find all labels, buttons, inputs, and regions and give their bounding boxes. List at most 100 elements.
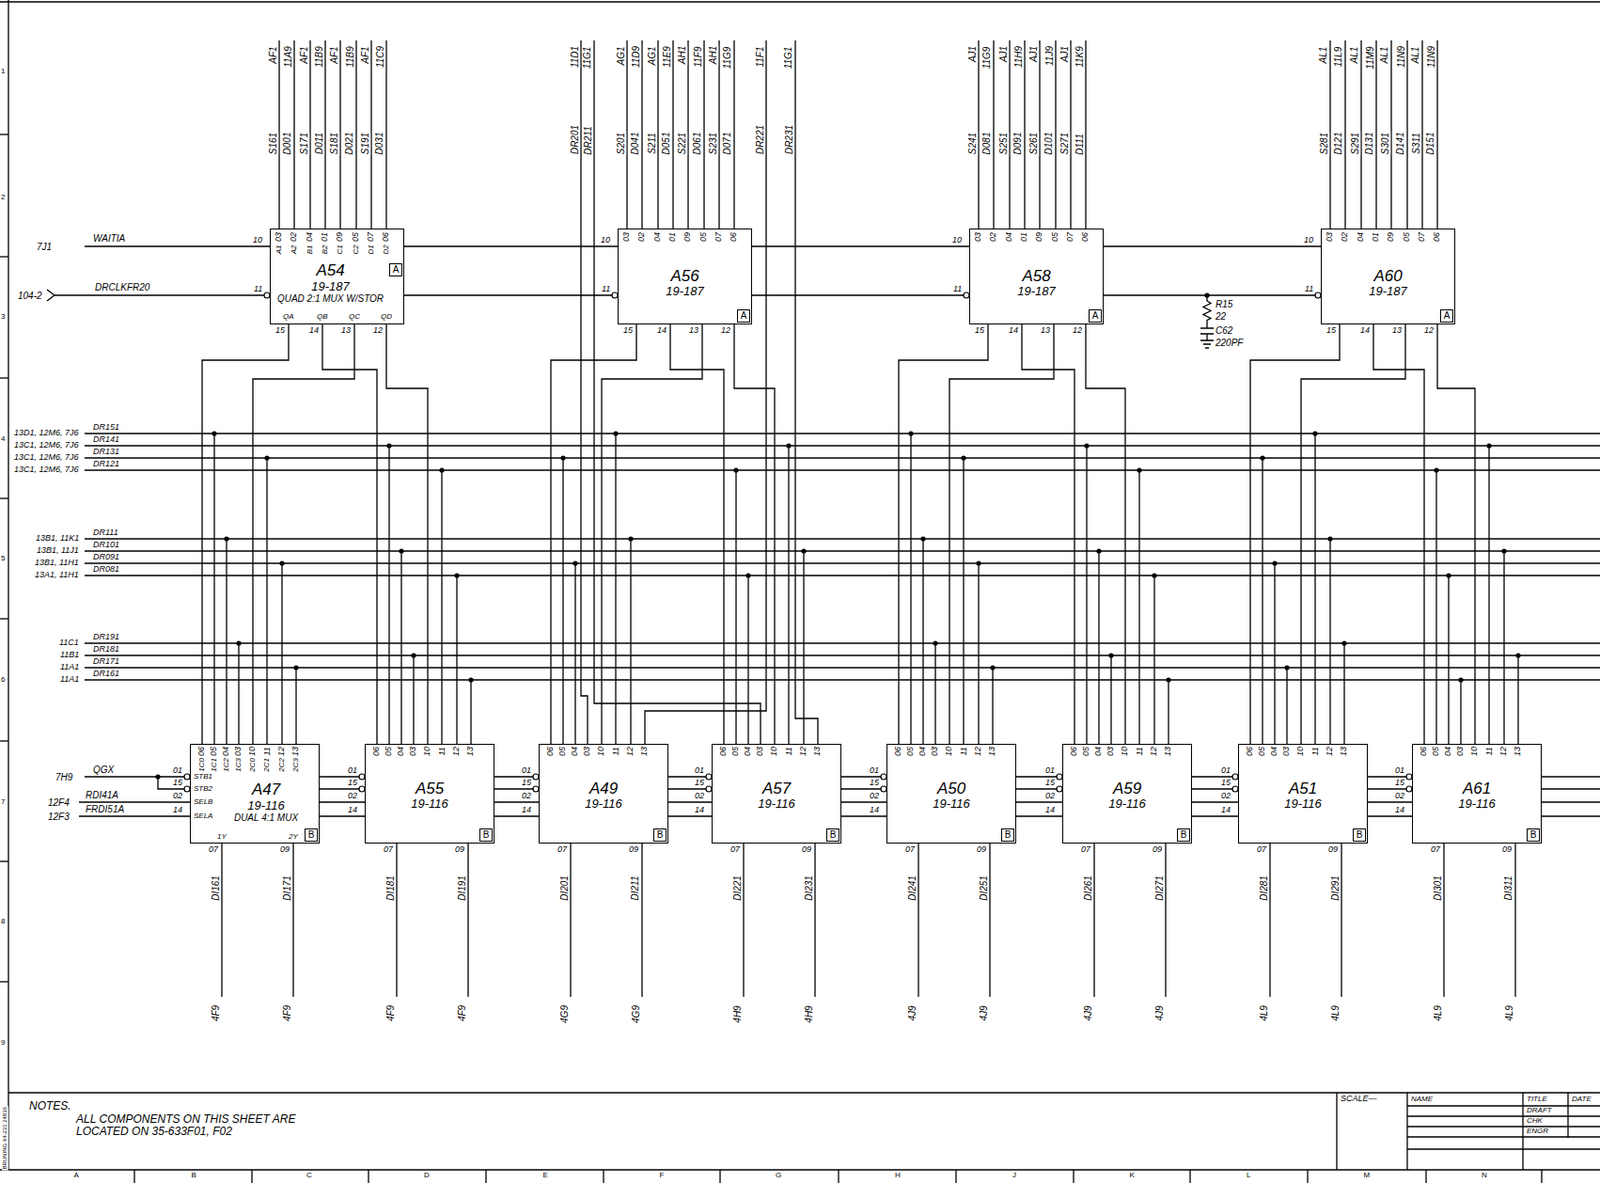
signal-name: DR151: [92, 423, 121, 433]
pin-number: 04: [1356, 231, 1366, 243]
section-letter: B: [308, 829, 315, 841]
sheet-ref: 11D1: [569, 45, 581, 69]
sheet-ref: 13C1, 12M6, 7J6: [13, 453, 80, 463]
chip-ref: A55: [415, 779, 444, 799]
notes-divider: [8, 1091, 1600, 1093]
sheet-ref: AL1: [1317, 45, 1329, 64]
signal-wire: [1344, 40, 1346, 229]
part-number: 19-187: [1017, 284, 1055, 299]
pin-name: C2: [352, 243, 361, 255]
junction-dot: [1433, 467, 1439, 472]
border-tick: [1189, 1169, 1191, 1183]
pin-number: 15: [274, 326, 286, 336]
sheet-ref: AL1: [1379, 45, 1390, 64]
sheet-ref: 11B1: [59, 650, 80, 660]
signal-wire: [309, 40, 311, 229]
section-tag: A: [1088, 309, 1102, 323]
pin-number: 05: [384, 745, 394, 757]
sheet-ref: 11G1: [783, 45, 794, 70]
junction-dot: [264, 454, 269, 460]
grid-number: 3: [0, 313, 6, 322]
signal-name: DI211: [629, 874, 641, 901]
offsheet-connector: [47, 289, 55, 301]
ic-chip: A5019-116B: [886, 743, 1017, 844]
junction-dot: [1136, 467, 1142, 472]
signal-wire: [370, 40, 372, 229]
signal-name: DR141: [92, 435, 121, 445]
signal-wire: [84, 245, 270, 247]
grid-number: 2: [0, 193, 6, 203]
pin-number: 11: [262, 745, 272, 756]
bus-line: [84, 537, 1600, 539]
signal-name: S201: [615, 131, 627, 156]
signal-wire: [569, 843, 571, 997]
signal-wire: [1098, 550, 1099, 744]
pin-number: 10: [1120, 745, 1130, 757]
pin-name: 2Y: [287, 832, 299, 842]
pin-number: 15: [868, 778, 880, 788]
signal-name: DR221: [754, 124, 766, 156]
signal-wire: [440, 470, 442, 744]
signal-wire: [1406, 40, 1408, 229]
junction-dot: [733, 467, 738, 472]
sheet-ref: 11G9: [721, 45, 733, 70]
grid-letter: N: [1480, 1171, 1489, 1180]
signal-wire: [909, 433, 911, 744]
sheet-ref: 11N9: [1426, 45, 1437, 69]
pin-number: 02: [289, 231, 299, 243]
pin-number: 14: [868, 805, 880, 816]
sheet-ref: 13B1, 11H1: [33, 558, 80, 568]
signal-name: DR201: [569, 124, 581, 156]
chip-ref: A51: [1288, 779, 1318, 799]
sheet-imprint: BRUNING 44-231 24836: [1, 1105, 9, 1170]
pin-number: 03: [582, 745, 593, 757]
signal-wire: [1541, 800, 1600, 802]
signal-name: S291: [1349, 131, 1361, 156]
junction-dot: [1151, 572, 1157, 578]
signal-name: DRCLKFR20: [94, 282, 151, 293]
pin-number: 06: [546, 745, 556, 757]
sheet-ref: AG1: [615, 45, 627, 66]
signal-wire: [1054, 40, 1056, 229]
signal-wire: [1488, 445, 1490, 744]
signal-wire: [1541, 815, 1600, 816]
pin-number: 05: [906, 745, 916, 757]
signal-wire: [795, 40, 818, 744]
component-value: 22: [1214, 311, 1227, 322]
signal-wire: [1514, 843, 1516, 997]
signal-name: D081: [981, 130, 992, 156]
grid-letter: D: [423, 1171, 431, 1180]
pin-number: 05: [1082, 745, 1092, 757]
signal-name: D001: [282, 130, 293, 156]
pin-number: 03: [930, 745, 941, 757]
sheet-ref: 4L9: [1257, 1003, 1269, 1022]
border-tick: [837, 1169, 839, 1183]
ic-chip: A4919-116B: [538, 743, 669, 844]
pin-number: 09: [335, 231, 346, 243]
resistor-symbol: [1203, 295, 1211, 329]
wire-connector: [1016, 776, 1063, 816]
pin-number: 15: [346, 778, 359, 788]
signal-wire: [735, 470, 737, 744]
pin-number: 04: [570, 745, 581, 757]
grid-letter: H: [894, 1171, 902, 1180]
signal-name: DI291: [1329, 874, 1340, 902]
pin-number: 14: [1007, 326, 1020, 336]
wire-connector: [1192, 776, 1239, 816]
grid-letter: K: [1129, 1171, 1136, 1180]
sheet-ref: 12F4: [47, 797, 71, 808]
pin-number: 02: [637, 231, 647, 243]
signal-name: S221: [676, 131, 688, 156]
pin-name: 1Y: [216, 832, 228, 842]
pin-number: 03: [234, 745, 244, 757]
pin-name: A1: [275, 243, 284, 255]
signal-wire: [1164, 843, 1166, 997]
signal-name: WAITIA: [92, 233, 126, 244]
pin-number: 12: [1071, 326, 1083, 336]
signal-wire: [278, 40, 280, 229]
chip-ref: A61: [1462, 779, 1491, 799]
sheet-ref: 4F9: [385, 1003, 396, 1022]
pin-number: 02: [1044, 791, 1056, 801]
signal-name: S311: [1410, 131, 1421, 156]
